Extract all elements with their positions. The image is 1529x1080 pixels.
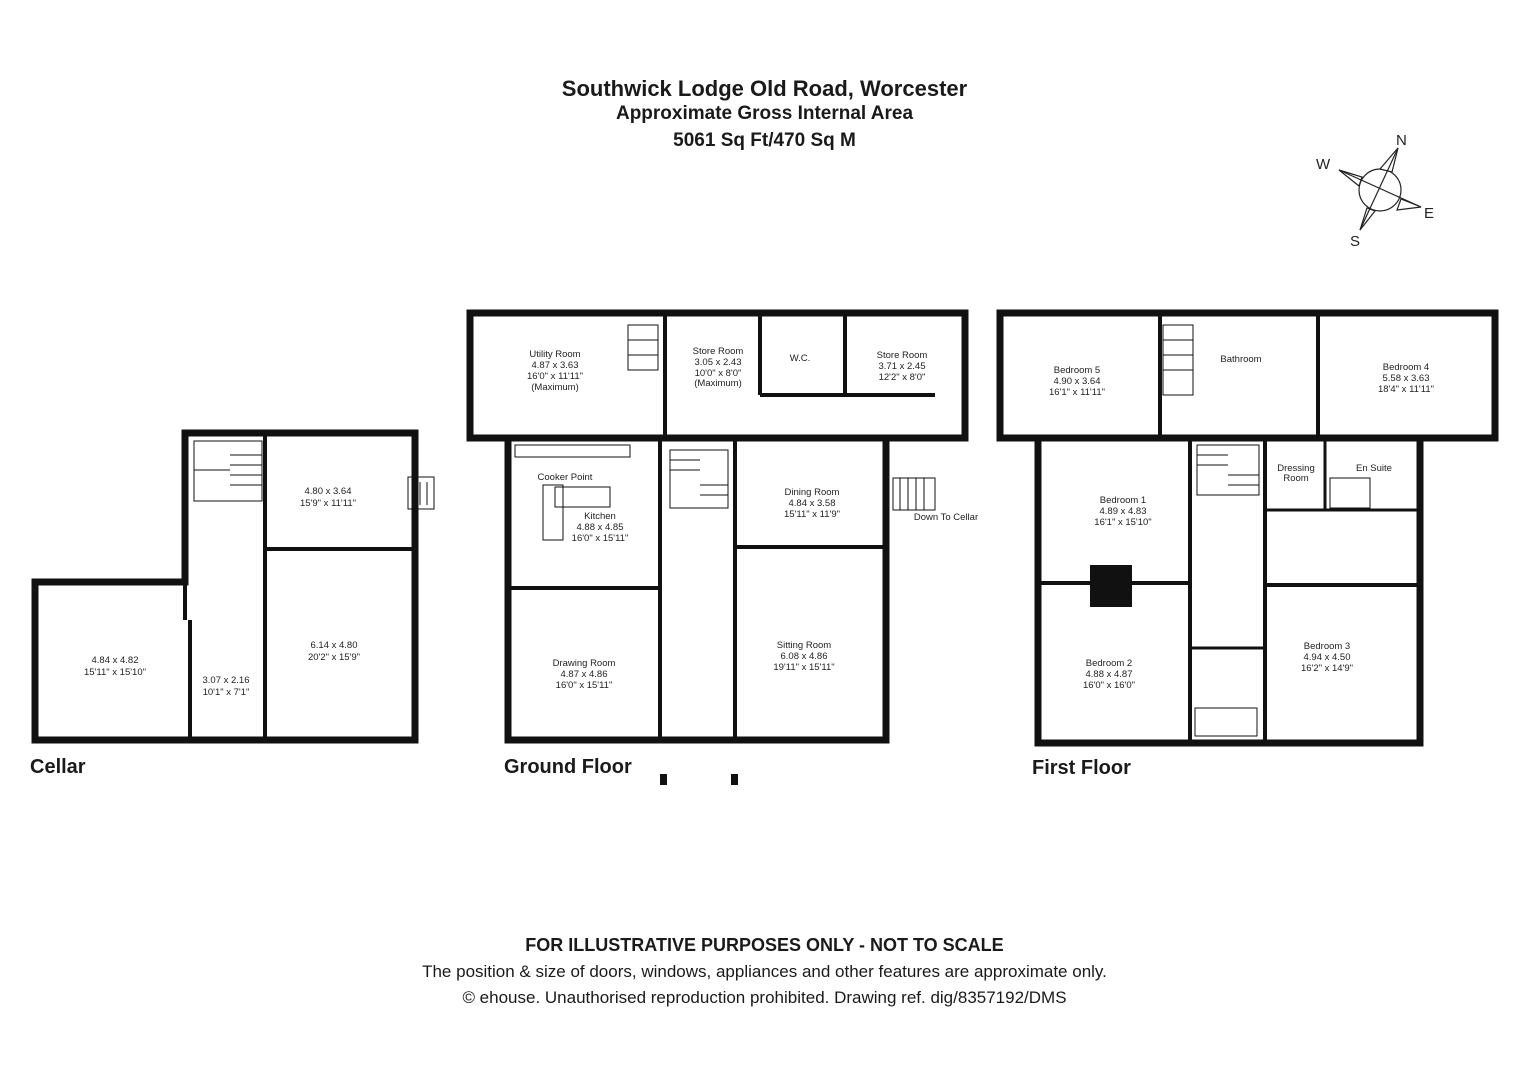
cellar-label: Cellar xyxy=(30,756,86,778)
kitchen-imperial: 16'0" x 15'11" xyxy=(572,533,629,544)
bedroom-4-metric: 5.58 x 3.63 xyxy=(1382,373,1429,384)
ground-fixtures xyxy=(514,324,936,541)
dining-room-metric: 4.84 x 3.58 xyxy=(788,498,835,509)
first-fixtures xyxy=(1162,324,1371,737)
bedroom-1-metric: 4.89 x 4.83 xyxy=(1099,506,1146,517)
cellar-room-1-metric: 4.80 x 3.64 xyxy=(304,486,351,497)
cooker-point: Cooker Point xyxy=(538,472,593,483)
dressing-room-name-2: Room xyxy=(1283,473,1308,484)
store-room-2-name: Store Room xyxy=(877,350,928,361)
store-room-1-name: Store Room xyxy=(693,346,744,357)
cellar-room-1-imperial: 15'9" x 11'11" xyxy=(300,498,356,509)
compass-west: W xyxy=(1316,156,1331,173)
drawing-room-name: Drawing Room xyxy=(553,658,616,669)
entrance-markers xyxy=(660,774,738,785)
cellar-room-4-imperial: 10'1" x 7'1" xyxy=(203,687,250,698)
en-suite-name: En Suite xyxy=(1356,463,1392,474)
first-floor-label: First Floor xyxy=(1032,757,1131,779)
approximation-note: The position & size of doors, windows, a… xyxy=(422,962,1107,981)
copyright-line: © ehouse. Unauthorised reproduction proh… xyxy=(462,988,1067,1007)
cellar-room-2-imperial: 20'2" x 15'9" xyxy=(308,652,360,663)
bedroom-5-metric: 4.90 x 3.64 xyxy=(1053,376,1100,387)
bedroom-4-imperial: 18'4" x 11'11" xyxy=(1378,384,1434,395)
sitting-room-metric: 6.08 x 4.86 xyxy=(780,651,827,662)
utility-room-metric: 4.87 x 3.63 xyxy=(531,360,578,371)
disclaimer: FOR ILLUSTRATIVE PURPOSES ONLY - NOT TO … xyxy=(525,935,1004,955)
bedroom-3-name: Bedroom 3 xyxy=(1304,641,1350,652)
ground-floor-plan xyxy=(466,309,969,744)
compass-icon: N E S W xyxy=(1316,132,1434,250)
first-chimney xyxy=(1090,565,1132,607)
cellar-room-4-metric: 3.07 x 2.16 xyxy=(202,675,249,686)
bathroom-name: Bathroom xyxy=(1220,354,1261,365)
cellar-plan xyxy=(31,429,419,744)
bedroom-3-metric: 4.94 x 4.50 xyxy=(1303,652,1350,663)
sitting-room-imperial: 19'11" x 15'11" xyxy=(773,662,834,673)
bedroom-2-imperial: 16'0" x 16'0" xyxy=(1083,680,1135,691)
cellar-room-2-metric: 6.14 x 4.80 xyxy=(310,640,357,651)
drawing-room-metric: 4.87 x 4.86 xyxy=(560,669,607,680)
cellar-room-3-imperial: 15'11" x 15'10" xyxy=(84,667,146,678)
bedroom-2-metric: 4.88 x 4.87 xyxy=(1085,669,1132,680)
compass-east: E xyxy=(1424,205,1434,222)
compass-north: N xyxy=(1396,132,1407,149)
bedroom-1-imperial: 16'1" x 15'10" xyxy=(1094,517,1151,528)
store-room-2-metric: 3.71 x 2.45 xyxy=(878,361,925,372)
down-to-cellar-label: Down To Cellar xyxy=(914,512,978,523)
dressing-room-name: Dressing xyxy=(1277,463,1315,474)
store-room-2-imperial: 12'2" x 8'0" xyxy=(879,372,926,383)
cellar-stairs-icon xyxy=(193,440,435,510)
cellar-room-3-metric: 4.84 x 4.82 xyxy=(91,655,138,666)
bedroom-1-name: Bedroom 1 xyxy=(1100,495,1146,506)
bedroom-5-name: Bedroom 5 xyxy=(1054,365,1100,376)
store-room-1-imperial: 10'0" x 8'0" xyxy=(695,368,742,379)
plan-subtitle: Approximate Gross Internal Area xyxy=(615,103,914,124)
gross-area: 5061 Sq Ft/470 Sq M xyxy=(673,130,856,151)
store-room-1-extra: (Maximum) xyxy=(694,378,742,389)
bedroom-2-name: Bedroom 2 xyxy=(1086,658,1132,669)
utility-room-imperial: 16'0" x 11'11" xyxy=(527,371,583,382)
bedroom-4-name: Bedroom 4 xyxy=(1383,362,1429,373)
sitting-room-name: Sitting Room xyxy=(777,640,831,651)
dining-room-imperial: 15'11" x 11'9" xyxy=(784,509,840,520)
utility-room-extra: (Maximum) xyxy=(531,382,579,393)
ground-floor-label: Ground Floor xyxy=(504,756,632,778)
kitchen-name: Kitchen xyxy=(584,511,616,522)
bedroom-3-imperial: 16'2" x 14'9" xyxy=(1301,663,1353,674)
dining-room-name: Dining Room xyxy=(785,487,840,498)
drawing-room-imperial: 16'0" x 15'11" xyxy=(556,680,613,691)
store-room-1-metric: 3.05 x 2.43 xyxy=(694,357,741,368)
utility-room-name: Utility Room xyxy=(529,349,580,360)
bedroom-5-imperial: 16'1" x 11'11" xyxy=(1049,387,1105,398)
kitchen-metric: 4.88 x 4.85 xyxy=(576,522,623,533)
wc-name: W.C. xyxy=(790,353,811,364)
compass-south: S xyxy=(1350,233,1360,250)
plan-title: Southwick Lodge Old Road, Worcester xyxy=(561,76,968,101)
